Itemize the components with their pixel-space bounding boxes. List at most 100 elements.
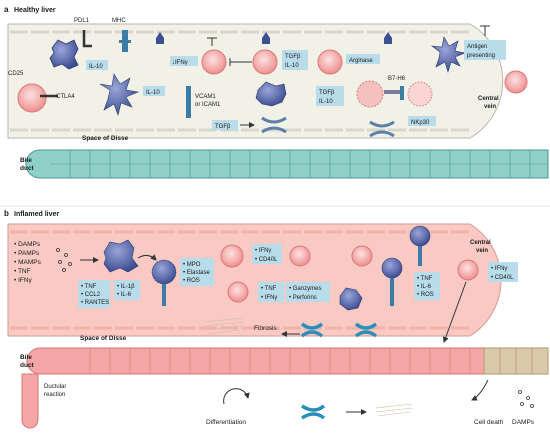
dendritic-cell-a — [99, 73, 140, 117]
b7h6-label: B7-H6 — [388, 76, 406, 82]
pdl1-label: PDL1 — [74, 18, 90, 24]
panel-a: a Healthy liver PDL1 MHC IL-10 CD25 CTLA… — [4, 5, 549, 179]
reaction-label: reaction — [44, 392, 65, 398]
vein-label-a: vein — [484, 104, 496, 110]
danger-signals-list: • DAMPs • PAMPs • MAMPs • TNF • IFNγ — [14, 241, 42, 284]
granzymes-box: • — [286, 282, 330, 302]
cytokine-box-2: • — [114, 280, 140, 300]
mono-product-2: • ROS — [417, 292, 434, 298]
antigen-label: Antigen — [467, 44, 487, 50]
ctla4-label: CTLA4 — [56, 94, 75, 100]
panel-b-letter: b — [4, 209, 9, 218]
danger-item-4: • IFNγ — [14, 277, 33, 284]
tnf-ifng-0: • TNF — [261, 286, 277, 292]
cytokine-1-0: • TNF — [81, 284, 97, 290]
nkp30-label: NKp30 — [411, 120, 430, 126]
vcam1-receptor — [186, 86, 191, 118]
vcam1-label: VCAM1 — [195, 94, 216, 100]
nkp30-box — [408, 116, 436, 126]
t-cell-b — [252, 49, 278, 75]
red-blood-cell-b — [457, 259, 479, 281]
t-cell-a — [201, 49, 227, 75]
il10-label-b: IL-10 — [146, 90, 160, 96]
nkp30-receptor — [400, 86, 404, 100]
antigen-box — [464, 40, 506, 60]
mono-products-box — [414, 272, 440, 300]
regulatory-t-cell — [17, 83, 47, 113]
neutrophil-product-0: • MPO — [183, 262, 201, 268]
duct-label-b: duct — [20, 362, 35, 369]
recruited-monocyte-b — [409, 225, 431, 266]
neutrophil-product-2: • ROS — [183, 278, 200, 284]
granzymes-0: • Ganzymes — [289, 286, 321, 292]
ifng-down-label: ↓IFNγ — [172, 60, 188, 66]
danger-item-2: • MAMPs — [14, 259, 42, 266]
neutrophil — [151, 259, 177, 306]
activated-stellate-b — [354, 322, 378, 338]
vein-to-death-arrow — [442, 281, 467, 343]
mhc-receptor — [119, 30, 131, 52]
quiescent-stellate-b — [301, 404, 326, 420]
differentiation-arrow — [223, 388, 250, 405]
cd25-label: CD25 — [8, 71, 24, 77]
tgfb-label-1: TGFβ — [285, 54, 301, 60]
damps-label: DAMPs — [512, 419, 535, 426]
effector-t-cell-c — [227, 281, 249, 303]
neutrophil-products-box — [180, 258, 214, 286]
nk-cell — [407, 81, 433, 107]
activated-kupffer-cell — [103, 239, 139, 273]
cell-death-label: Cell death — [474, 419, 504, 426]
red-blood-cell-a — [504, 70, 528, 94]
damps-release — [518, 390, 534, 408]
cell-death-arrow — [471, 379, 489, 401]
granzymes-1: • Perforins — [289, 295, 317, 301]
fibrosis-label: Fibrosis — [254, 325, 278, 332]
collagen-fibers-b — [375, 403, 413, 417]
cytokine-1-2: • RANTES — [81, 300, 109, 306]
icam1-label: or ICAM1 — [195, 102, 221, 108]
mono-product-0: • TNF — [417, 276, 433, 282]
kupffer-to-neutrophil-arrow — [137, 254, 157, 261]
inhibition-arrow — [229, 58, 252, 66]
neutrophil-product-1: • Elastase — [183, 270, 210, 276]
ifng-cd40l-2-0: • IFNγ — [491, 266, 507, 272]
central-label-b: Central — [470, 240, 491, 246]
il10-label-2: IL-10 — [319, 99, 333, 105]
danger-item-1: • PAMPs — [14, 250, 40, 257]
danger-item-0: • DAMPs — [14, 241, 41, 248]
panel-b: b Inflamed liver • DAMPs • PAMPs • MAMPs… — [4, 209, 549, 429]
mhc-label: MHC — [112, 18, 126, 24]
healthy-sinusoid — [7, 23, 504, 139]
kupffer-cell-b — [255, 81, 287, 107]
il10-label-1: IL-10 — [285, 63, 299, 69]
vein-label-b: vein — [476, 248, 488, 254]
stellate-cell-a — [261, 116, 287, 134]
ifng-cd40l-2-1: • CD40L — [491, 275, 514, 281]
tnf-ifng-1: • IFNγ — [261, 295, 277, 301]
presenting-label: presenting — [467, 53, 495, 59]
ifng-down-box — [170, 56, 198, 66]
il10-box-b — [143, 86, 165, 96]
ifng-cd40l-box-1: • — [252, 244, 282, 264]
differentiation-label: Differentiation — [206, 419, 246, 426]
space-of-disse-b: Space of Disse — [80, 335, 127, 342]
ifng-cd40l-1-1: • CD40L — [255, 257, 278, 263]
activated-stellate-a — [300, 322, 324, 338]
mdsc-cell — [356, 80, 384, 108]
t-cell-c — [317, 49, 343, 75]
arginase-box — [346, 54, 380, 64]
mono-product-1: • IL-6 — [417, 284, 432, 290]
bile-label-a: Bile — [20, 157, 32, 164]
recruited-monocyte-a — [381, 257, 403, 306]
il10-label-a: IL-10 — [89, 64, 103, 70]
tgfb-il10-box-2 — [316, 86, 344, 106]
tgfb-il10-box-1 — [282, 50, 308, 70]
duct-label-a: duct — [20, 165, 35, 172]
panel-a-letter: a — [4, 5, 9, 14]
tgfb-disse-box — [212, 120, 238, 130]
nk-cell-b — [339, 287, 363, 311]
cytokine-box-1: • — [78, 280, 110, 308]
inhibition-marker-2 — [480, 25, 490, 36]
b7h6-receptor — [384, 90, 402, 94]
